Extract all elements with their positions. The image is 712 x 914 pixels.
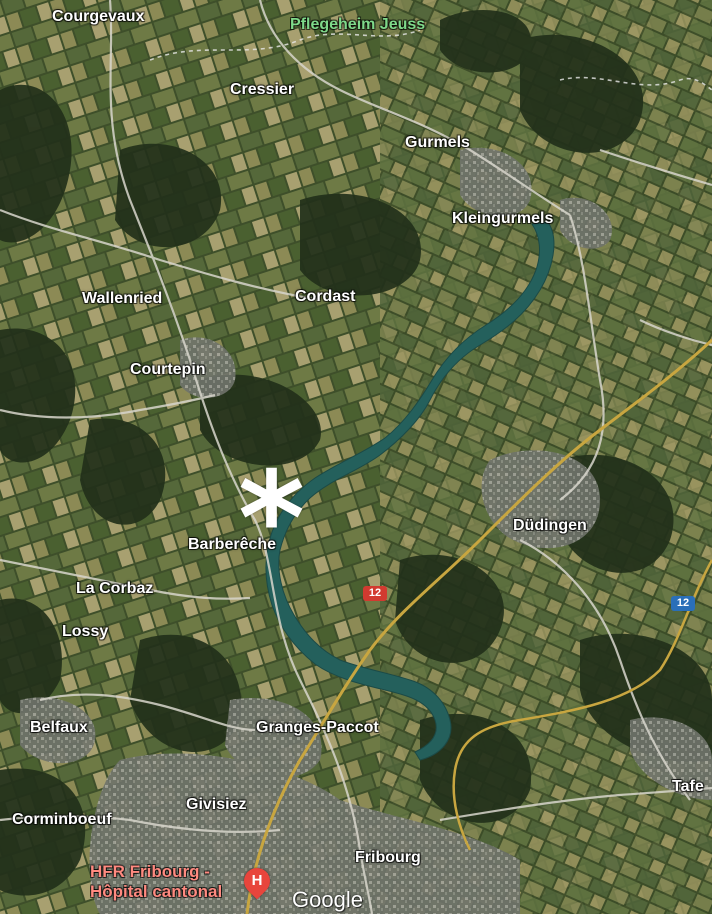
forest-areas — [0, 10, 712, 896]
road-shield-12-center[interactable]: 12 — [363, 586, 387, 601]
road-shield-12-east[interactable]: 12 — [671, 596, 695, 611]
poi-label-hospital[interactable]: HFR Fribourg - Hôpital cantonal — [90, 862, 222, 902]
place-label-granges-paccot[interactable]: Granges-Paccot — [256, 719, 379, 736]
boundary-line-east — [559, 76, 712, 91]
place-label-fribourg[interactable]: Fribourg — [355, 849, 421, 866]
place-label-cordast[interactable]: Cordast — [295, 288, 356, 305]
place-label-courgevaux[interactable]: Courgevaux — [52, 8, 145, 25]
place-label-tafers[interactable]: Tafe — [672, 778, 704, 795]
poi-label-hospital-line1: HFR Fribourg - — [90, 862, 210, 881]
lake-schiffenen — [265, 221, 555, 761]
motorway-a12 — [245, 338, 712, 914]
hospital-pin-icon[interactable]: H — [238, 862, 276, 900]
place-label-belfaux[interactable]: Belfaux — [30, 719, 88, 736]
place-label-cressier[interactable]: Cressier — [230, 81, 295, 98]
place-label-kleingurmels[interactable]: Kleingurmels — [452, 210, 554, 227]
place-label-barbereche[interactable]: Barberêche — [188, 536, 277, 553]
place-label-corminboeuf[interactable]: Corminboeuf — [12, 811, 112, 828]
hospital-pin-letter: H — [251, 872, 263, 889]
boundary-line — [149, 29, 421, 61]
place-label-givisiez[interactable]: Givisiez — [186, 796, 247, 813]
built-up-areas — [20, 147, 712, 914]
place-label-courtepin[interactable]: Courtepin — [130, 361, 206, 378]
place-label-lossy[interactable]: Lossy — [62, 623, 109, 640]
motorway-a12-east — [452, 559, 712, 851]
asterisk-marker-icon[interactable]: * — [238, 445, 305, 594]
poi-label-pflegeheim-jeuss[interactable]: Pflegeheim Jeuss — [290, 16, 426, 33]
place-label-dudingen[interactable]: Düdingen — [513, 517, 587, 534]
place-label-la-corbaz[interactable]: La Corbaz — [76, 580, 154, 597]
poi-label-hospital-line2: Hôpital cantonal — [90, 882, 223, 901]
place-label-gurmels[interactable]: Gurmels — [405, 134, 470, 151]
place-label-wallenried[interactable]: Wallenried — [82, 290, 163, 307]
google-attribution-logo: Google — [292, 887, 363, 912]
